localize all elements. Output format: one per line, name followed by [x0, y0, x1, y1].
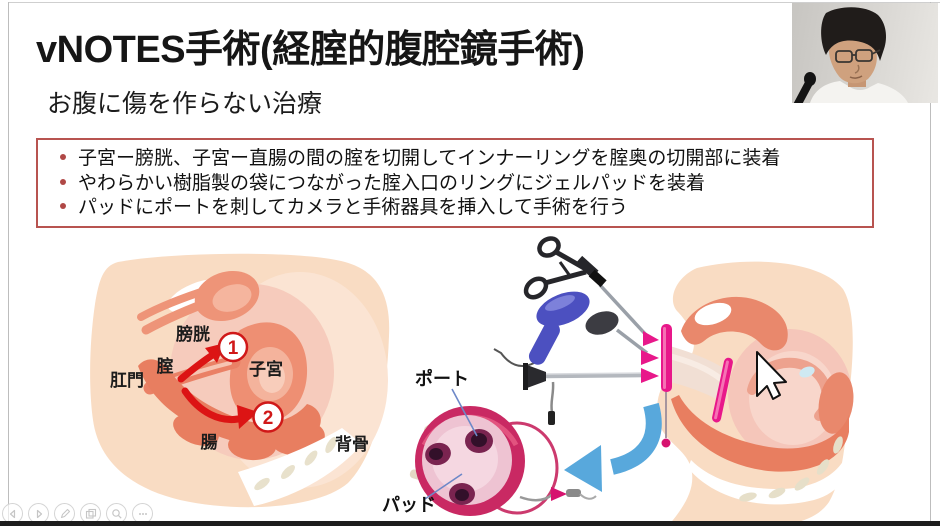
step1-arrow [177, 352, 215, 383]
pen-tools-button[interactable] [54, 503, 75, 524]
slide-left-edge-line [8, 2, 9, 521]
label-intestine: 腸 [201, 433, 218, 452]
step1-badge [217, 331, 249, 363]
step1-number: 1 [228, 338, 239, 359]
organ-lower [671, 395, 849, 472]
step2-badge [252, 401, 284, 433]
anatomy-diagram-left: 1 2 膀胱 腟 肛門 子宮 腸 背骨 [90, 253, 390, 508]
see-all-slides-button[interactable] [80, 503, 101, 524]
slide-title: vNOTES手術(経腟的腹腔鏡手術) [36, 29, 585, 71]
pen-icon [60, 508, 70, 518]
label-bladder: 膀胱 [176, 324, 210, 344]
bullet-item-1: 子宮ー膀胱、子宮ー直腸の間の腟を切開してインナーリングを腟奥の切開部に装着 [60, 147, 872, 172]
face [828, 35, 877, 84]
step2-arrow [181, 387, 242, 424]
see-all-slides-icon [85, 508, 96, 519]
bullet-item-3: パッドにポートを刺してカメラと手術器具を挿入して手術を行う [60, 196, 872, 221]
port-leader-line [451, 388, 478, 437]
label-anus: 肛門 [110, 371, 144, 390]
magnifier-icon [111, 508, 122, 519]
next-slide-button[interactable] [28, 503, 49, 524]
microphone-icon [792, 72, 816, 103]
gel-pad-device: ポート パッド [382, 368, 597, 516]
device-ports [425, 429, 493, 505]
intestine-shape [138, 359, 321, 449]
bullet-text: 子宮ー膀胱、子宮ー直腸の間の腟を切開してインナーリングを腟奥の切開部に装着 [78, 148, 781, 169]
inner-ring-deep [712, 357, 733, 423]
bullet-dot-icon [60, 154, 66, 160]
uterus-shape [229, 322, 308, 422]
bottom-black-bar [0, 521, 940, 526]
summary-bullet-box: 子宮ー膀胱、子宮ー直腸の間の腟を切開してインナーリングを腟奥の切開部に装着 やわ… [36, 138, 874, 228]
more-options-icon [138, 512, 147, 515]
shirt [810, 81, 908, 103]
bullet-text: パッドにポートを刺してカメラと手術器具を挿入して手術を行う [78, 197, 628, 218]
glasses-icon [835, 49, 881, 63]
presenter-webcam-video[interactable] [792, 3, 938, 103]
label-uterus: 子宮 [249, 359, 283, 379]
spine-area [238, 428, 362, 506]
bullet-text: やわらかい樹脂製の袋につながった腟入口のリングにジェルパッドを装着 [78, 172, 706, 194]
label-pad: パッド [382, 495, 436, 515]
label-spine: 背骨 [335, 434, 369, 454]
vagina-shape [143, 355, 241, 395]
bullet-dot-icon [60, 203, 66, 209]
surgical-instruments [493, 236, 672, 492]
slide-right-edge-line [930, 2, 931, 521]
bullet-item-2: やわらかい樹脂製の袋につながった腟入口のリングにジェルパッドを装着 [60, 172, 872, 197]
previous-slide-icon [9, 509, 15, 518]
next-slide-icon [36, 509, 42, 518]
urethra-shape [141, 295, 219, 335]
presenter-figure [792, 7, 908, 103]
anatomy-diagram-right [657, 261, 854, 526]
grasper-instrument [523, 236, 650, 339]
bladder-shape [194, 271, 260, 321]
vaginal-canal [661, 344, 729, 403]
step2-number: 2 [263, 408, 274, 429]
label-vagina: 腟 [157, 356, 174, 376]
laparoscope-instrument [523, 363, 646, 425]
presenter-toolbar [2, 503, 153, 524]
blue-arrow [564, 402, 662, 492]
bullet-list: 子宮ー膀胱、子宮ー直腸の間の腟を切開してインナーリングを腟奥の切開部に装着 やわ… [38, 147, 872, 221]
port-cones [641, 331, 659, 383]
slide-subtitle: お腹に傷を作らない治療 [47, 90, 323, 118]
hair [821, 7, 886, 62]
sacrum-area [688, 440, 853, 505]
mouse-cursor [756, 351, 787, 400]
body-highlight [167, 279, 227, 313]
slide-top-edge-line [8, 2, 940, 3]
pad-leader-line [424, 473, 463, 500]
bullet-dot-icon [60, 178, 66, 185]
label-port: ポート [415, 368, 469, 389]
uterus-swirl [747, 357, 832, 421]
energy-device-instrument [493, 291, 649, 367]
outer-ring-bar [661, 324, 672, 448]
organ-upper [681, 296, 788, 351]
